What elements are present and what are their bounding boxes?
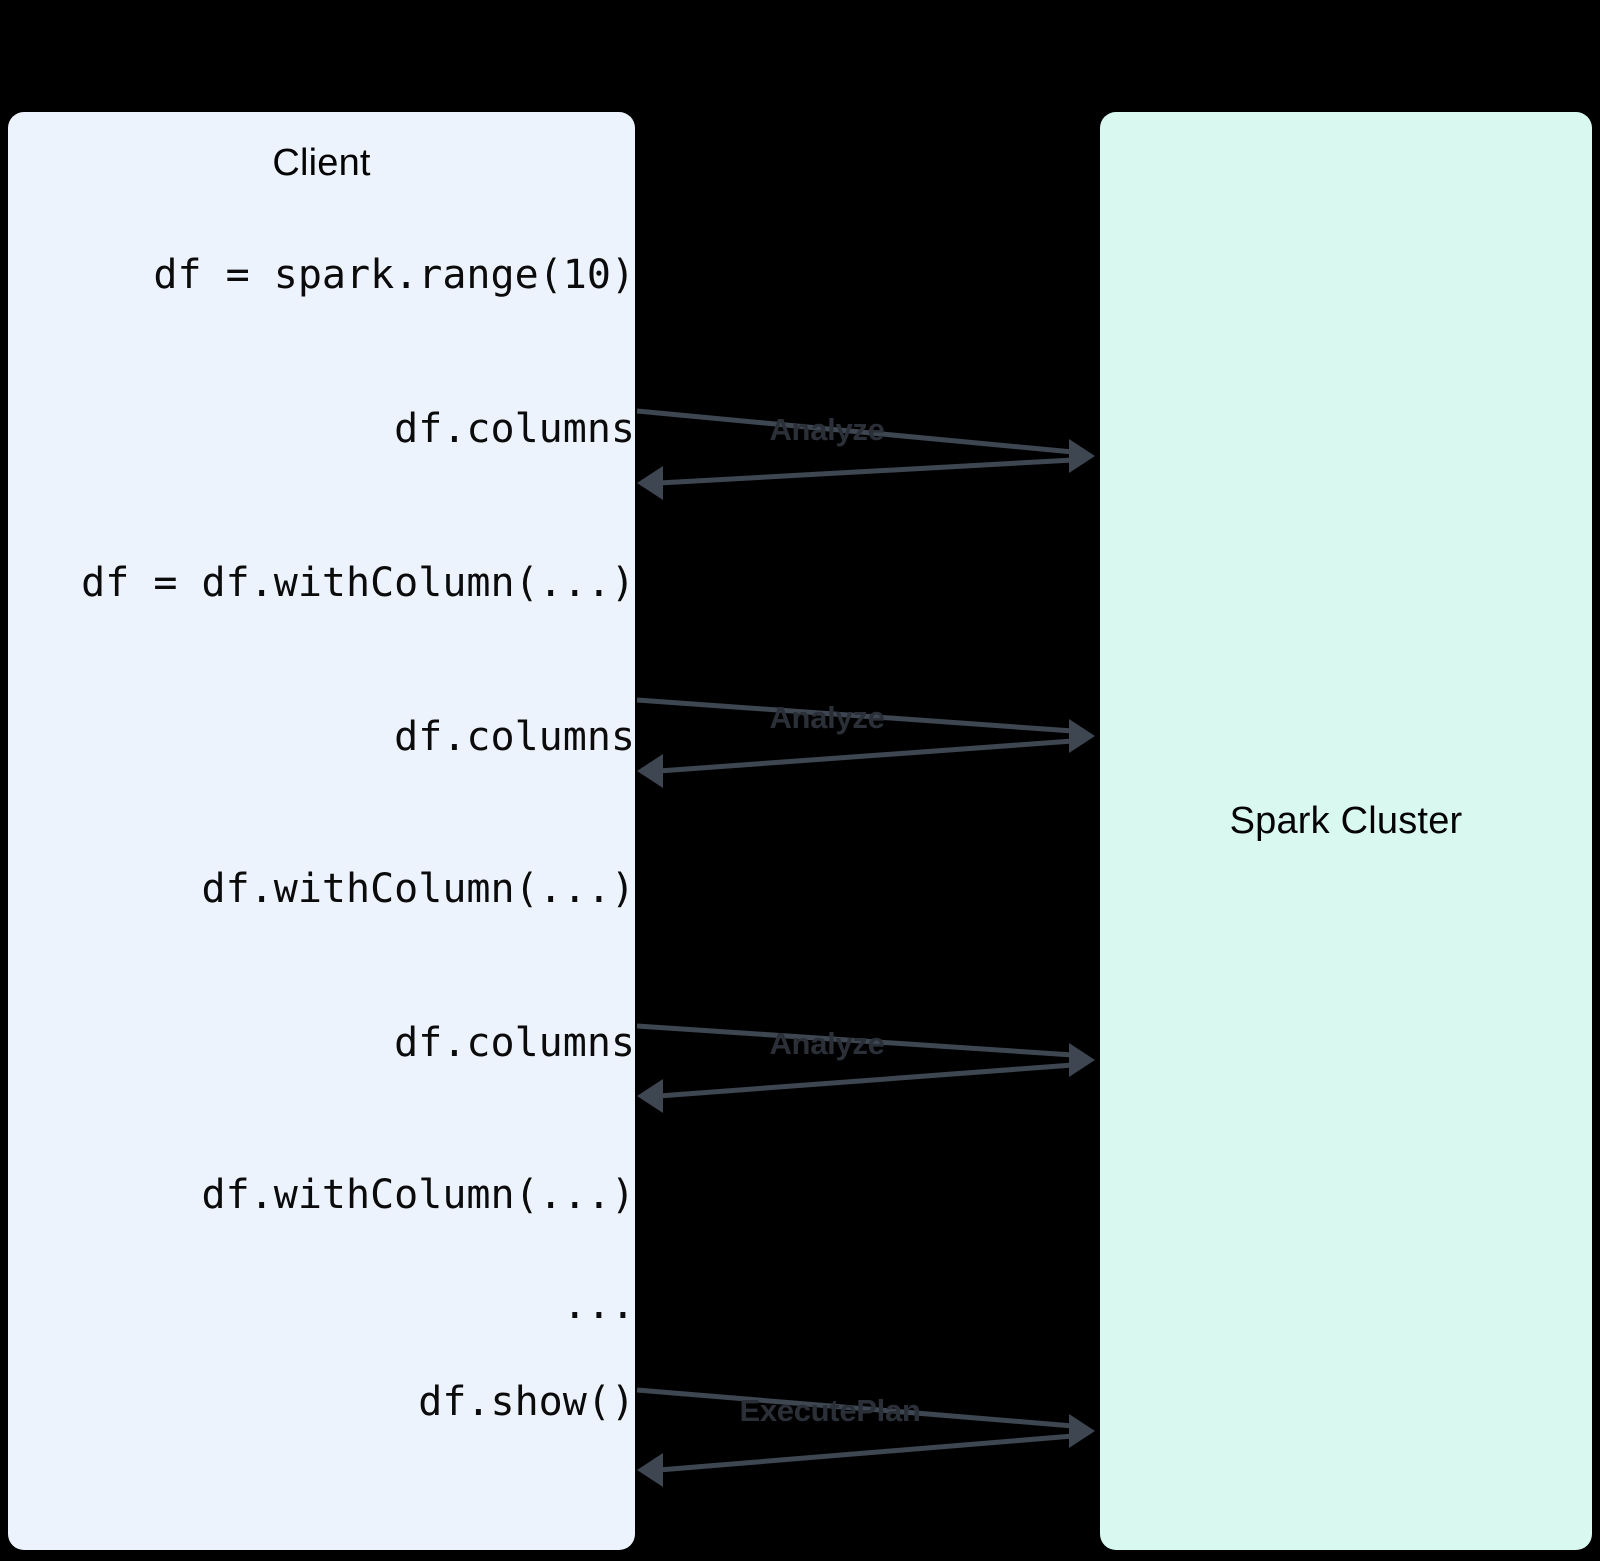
arrowhead-left bbox=[637, 1079, 663, 1113]
message-label: ExecutePlan bbox=[739, 1393, 921, 1428]
client-code-line: df.show() bbox=[418, 1379, 635, 1425]
spark-cluster-title: Spark Cluster bbox=[1229, 800, 1463, 842]
response-line bbox=[658, 1433, 1074, 1473]
response-line bbox=[658, 457, 1074, 486]
response-line bbox=[658, 1062, 1074, 1099]
arrowhead-right bbox=[1069, 719, 1095, 753]
response-line bbox=[658, 738, 1074, 774]
client-code-line: df.columns bbox=[394, 714, 635, 760]
client-code-line: df = df.withColumn(...) bbox=[81, 560, 635, 606]
arrowhead-left bbox=[637, 1453, 663, 1487]
client-participant-box bbox=[8, 112, 635, 1550]
client-title: Client bbox=[272, 142, 371, 184]
arrowhead-left bbox=[637, 466, 663, 500]
client-code-line: df = spark.range(10) bbox=[153, 252, 635, 298]
client-code-line: df.columns bbox=[394, 406, 635, 452]
arrowhead-right bbox=[1069, 1414, 1095, 1448]
client-code-line: df.withColumn(...) bbox=[201, 866, 635, 912]
message-label: Analyze bbox=[769, 700, 885, 735]
arrowhead-right bbox=[1069, 1043, 1095, 1077]
message-label: Analyze bbox=[769, 1026, 885, 1061]
client-code-line: ... bbox=[562, 1282, 635, 1328]
client-code-line: df.columns bbox=[394, 1020, 635, 1066]
message-label: Analyze bbox=[769, 412, 885, 447]
client-code-line: df.withColumn(...) bbox=[201, 1172, 635, 1218]
spark-cluster-participant-box bbox=[1100, 112, 1592, 1550]
arrowhead-left bbox=[637, 754, 663, 788]
arrowhead-right bbox=[1069, 439, 1095, 473]
